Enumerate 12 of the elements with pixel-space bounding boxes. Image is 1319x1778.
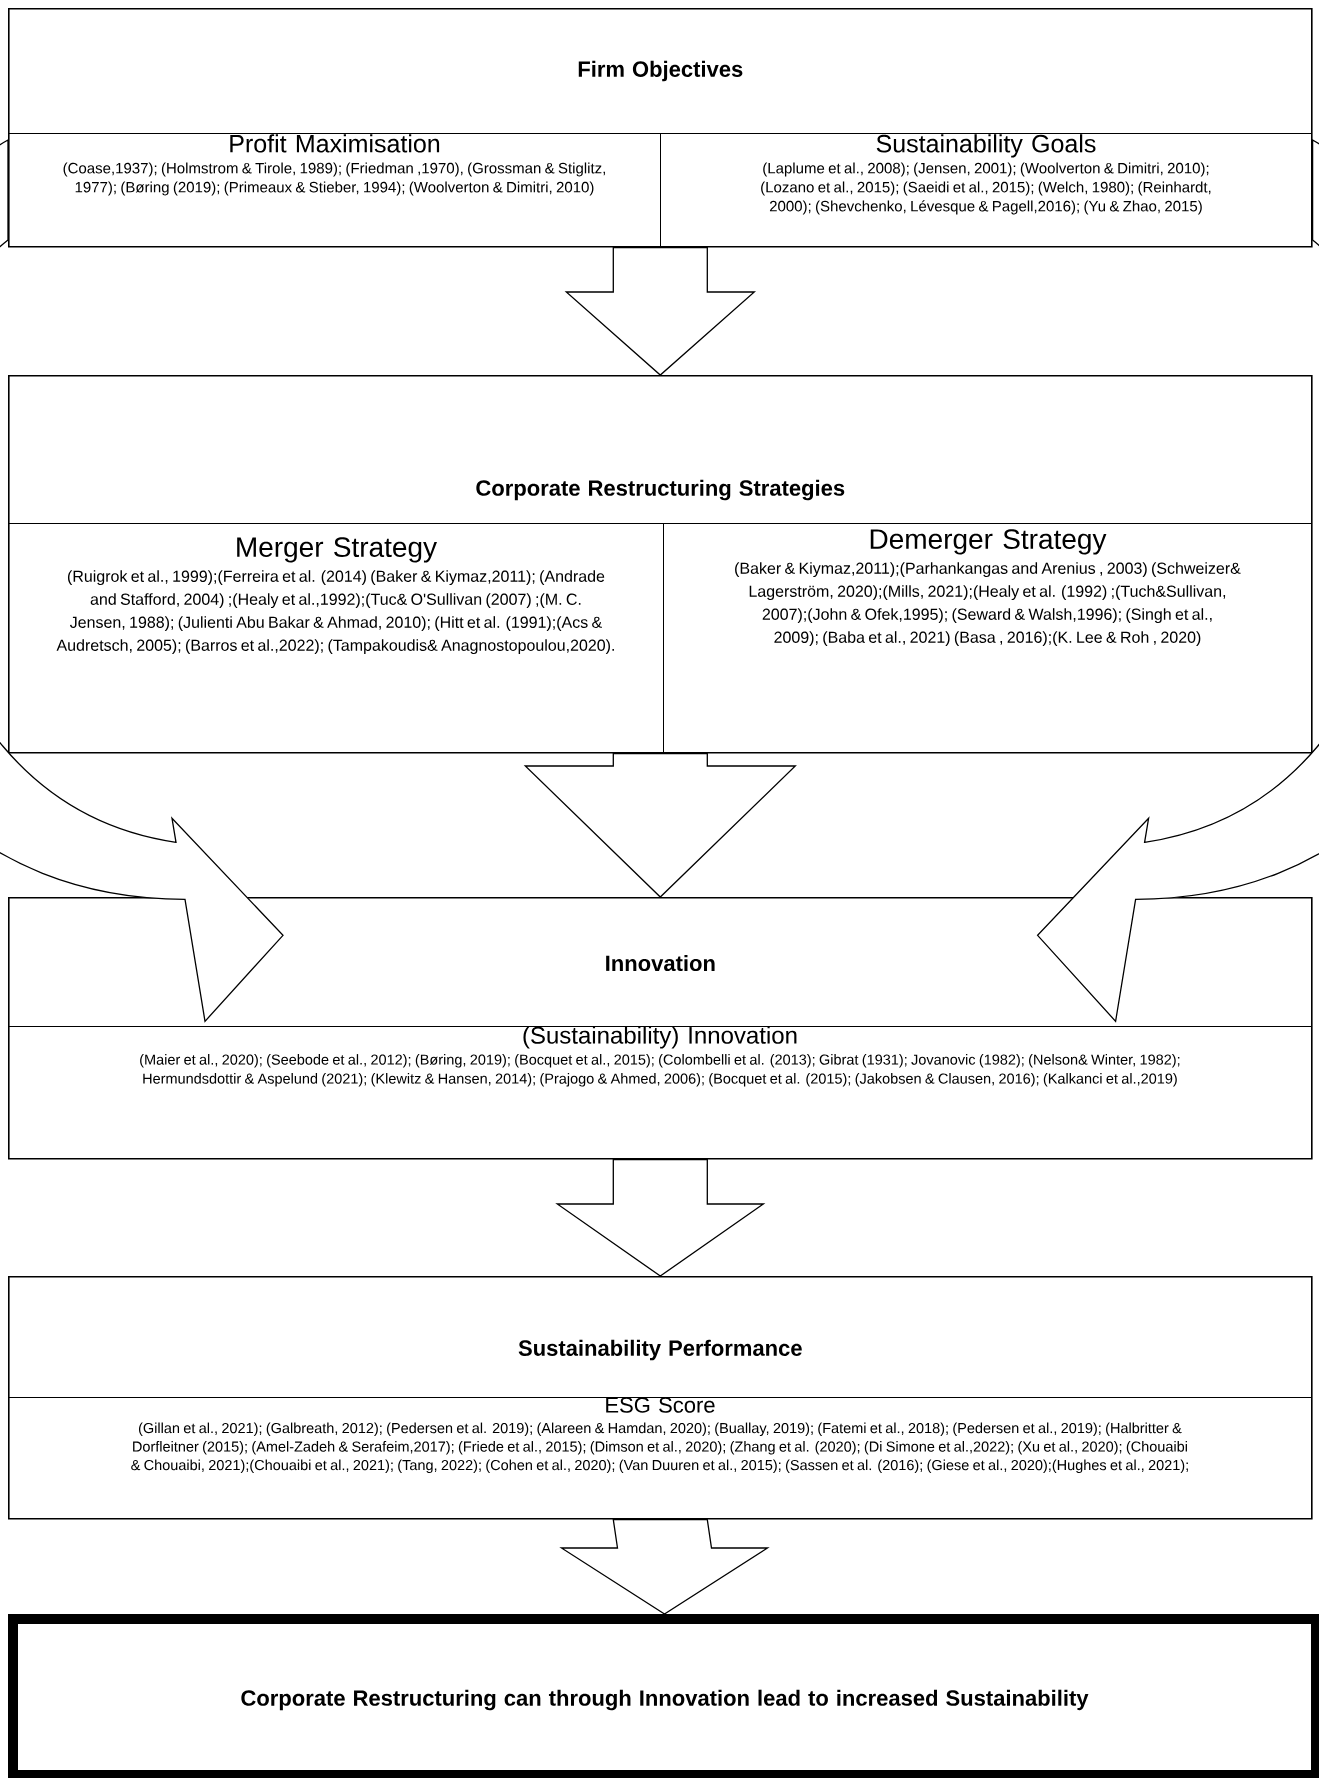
subsection-box: Sustainability Goals (Laplume et al., 2008); (Jensen, 2001); (Woolverton & Dimitri, 2010); (Lozano et al., 2015); (Saeidi et al., 2015); (Welch, 1980); (Reinhardt, 2000); (Shevchenko, Lévesque & Pagell,2016); (Yu & Zhao, 2015) xyxy=(660,133,1312,247)
block-arrow xyxy=(555,1158,766,1277)
block-arrow xyxy=(559,1518,770,1615)
subsection-box: Profit Maximisation (Coase,1937); (Holmstrom & Tirole, 1989); (Friedman ,1970), (Grossman & Stiglitz, 1977); (Børing (2019); (Primeaux & Stieber, 1994); (Woolverton & Dimitri, 2010) xyxy=(8,133,661,247)
curved-arrow xyxy=(0,139,284,1022)
subsection-box: (Sustainability) Innovation (Maier et al., 2020); (Seebode et al., 2012); (Børing, 2019); (Bocquet et al., 2015); (Colombelli et al. (2013); Gibrat (1931); Jovanovic (1982); (Nelson& Winter, 1982); Hermundsdottir & Aspelund (2021); (Klewitz & Hansen, 2014); (Prajogo & Ahmed, 2006); (Bocquet et al. (2015); (Jakobsen & Clausen, 2016); (Kalkanci et al.,2019) xyxy=(8,1026,1312,1159)
subsection-box: Demerger Strategy (Baker & Kiymaz,2011);(Parhankangas and Arenius , 2003) (Schweizer& Lagerström, 2020);(Mills, 2021);(Healy et al. (1992) ;(Tuch&Sullivan, 2007);(John & Ofek,1995); (Seward & Walsh,1996); (Singh et al., 2009); (Baba et al., 2021) (Basa , 2016);(K. Lee & Roh , 2020) xyxy=(663,523,1312,753)
curved-arrow xyxy=(1036,139,1319,1022)
block-arrow xyxy=(523,752,797,898)
block-arrow xyxy=(564,246,756,376)
conclusion-box: Corporate Restructuring can through Innovation lead to increased Sustainability xyxy=(8,1614,1319,1778)
subsection-box: Merger Strategy (Ruigrok et al., 1999);(Ferreira et al. (2014) (Baker & Kiymaz,2011); (Andrade and Stafford, 2004) ;(Healy et al.,1992);(Tuc& O'Sullivan (2007) ;(M. C. Jensen, 1988); (Julienti Abu Bakar & Ahmad, 2010); (Hitt et al. (1991);(Acs & Audretsch, 2005); (Barros et al.,2022); (Tampakoudis& Anagnostopoulou,2020). xyxy=(8,523,664,753)
